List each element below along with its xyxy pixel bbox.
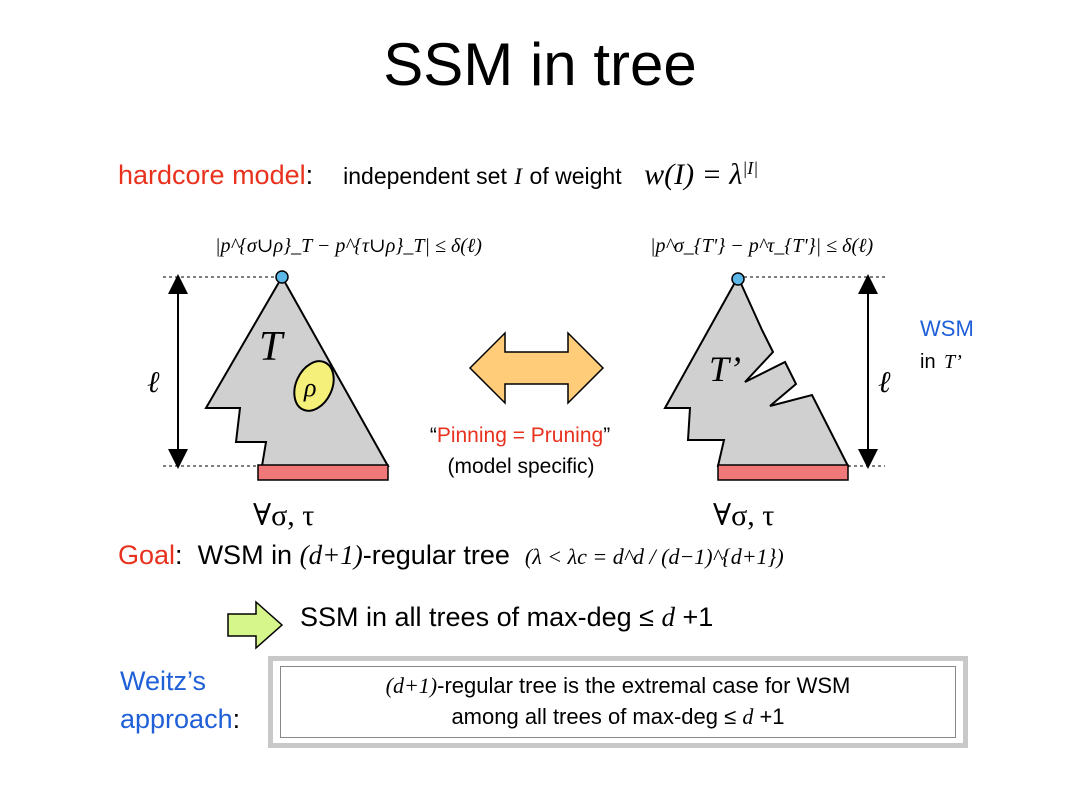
page-title: SSM in tree: [383, 31, 697, 98]
right-tree-name: T’: [709, 349, 741, 389]
implication-text: SSM in all trees of max-deg ≤: [300, 602, 654, 632]
pin-rho-ellipse: [293, 360, 335, 412]
left-height-label: ℓ: [147, 366, 160, 399]
goal-tree-math: (d+1): [299, 540, 363, 570]
implication-math: d: [661, 602, 675, 632]
goal-text-after: -regular tree: [362, 540, 510, 570]
model-specific-note: (model specific): [447, 455, 594, 478]
goal-text: WSM in: [197, 540, 293, 570]
hardcore-set-symbol: I: [514, 164, 523, 189]
wsm-label: WSM: [920, 316, 974, 341]
weitz-approach-label: Weitz’s approach:: [120, 662, 240, 738]
left-tree-shape: [204, 274, 390, 467]
weitz-label-line1: Weitz’s: [120, 666, 207, 696]
double-arrow-icon: [468, 331, 605, 405]
left-root-node: [275, 270, 289, 284]
right-tree-shape: [663, 274, 850, 467]
hardcore-definition: hardcore model: independent set I of wei…: [118, 158, 758, 192]
right-leaf-bar: [717, 464, 849, 481]
left-leaf-bar: [257, 464, 389, 481]
right-root-node: [731, 272, 745, 286]
weight-exponent: |I|: [742, 158, 759, 178]
wsm-in-text: in: [920, 351, 936, 373]
weitz-colon: :: [232, 704, 241, 734]
goal-colon: :: [175, 540, 183, 570]
hardcore-colon: :: [305, 160, 314, 190]
right-bound-formula: |p^σ_{T'} − p^τ_{T'}| ≤ δ(ℓ): [650, 235, 873, 257]
left-quantifier: ∀σ, τ: [253, 499, 314, 532]
weitz-box: (d+1)-regular tree is the extremal case …: [280, 666, 956, 738]
pinning-pruning-text: “Pinning = Pruning”: [430, 424, 610, 447]
hardcore-text-before: independent set: [343, 163, 507, 189]
weitz-box-frame: [268, 656, 968, 748]
right-height-label: ℓ: [878, 366, 891, 399]
hardcore-text-after: of weight: [529, 163, 622, 189]
weitz-box-line1: (d+1)-regular tree is the extremal case …: [385, 673, 851, 698]
left-tree-name: T: [259, 324, 285, 370]
implies-arrow-icon: [227, 600, 284, 650]
wsm-tree-name: T’: [944, 351, 962, 373]
implication-tail: +1: [682, 602, 714, 632]
goal-label: Goal: [118, 540, 176, 570]
left-bound-formula: |p^{σ∪ρ}_T − p^{τ∪ρ}_T| ≤ δ(ℓ): [215, 235, 482, 257]
goal-condition: (λ < λc = d^d / (d−1)^{d+1}): [524, 544, 784, 569]
hardcore-label: hardcore model: [118, 160, 306, 190]
implication-line: SSM in all trees of max-deg ≤ d +1: [300, 602, 713, 633]
goal-line: Goal: WSM in (d+1)-regular tree (λ < λc …: [118, 540, 784, 571]
weight-formula: w(I) = λ: [644, 158, 743, 191]
weitz-label-line2: approach: [120, 704, 233, 734]
right-quantifier: ∀σ, τ: [713, 499, 774, 532]
weitz-box-line2: among all trees of max-deg ≤ d +1: [451, 704, 785, 729]
pin-rho-label: ρ: [303, 373, 316, 402]
